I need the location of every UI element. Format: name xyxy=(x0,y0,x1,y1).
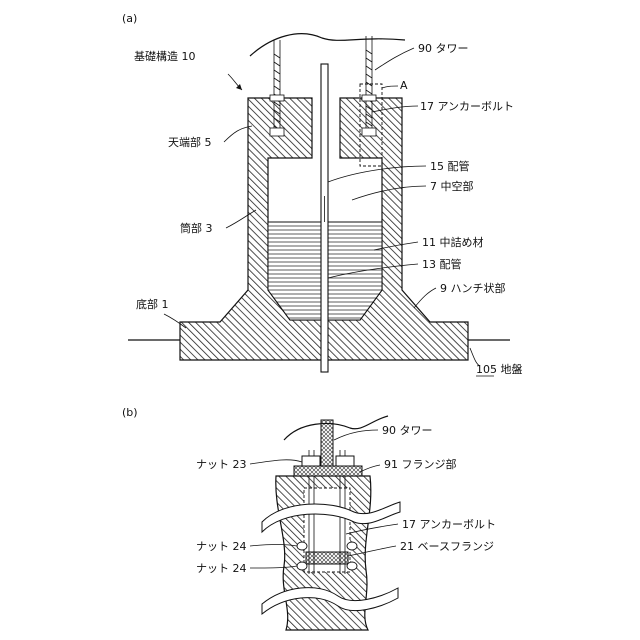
tower-wall xyxy=(321,420,333,466)
label-bottom: 底部 1 xyxy=(136,297,169,311)
figure-a: (a) 基礎構造 10 xyxy=(122,12,523,376)
nut-23-right xyxy=(336,456,354,466)
base-flange xyxy=(306,552,348,564)
label-nut-24-b: ナット 24 xyxy=(196,562,247,575)
label-tower-a: 90 タワー xyxy=(418,42,469,55)
nut-24-upper-right xyxy=(347,542,357,550)
leader-bottom xyxy=(164,314,186,328)
leader-nut-23 xyxy=(250,460,302,464)
label-tower-b: 90 タワー xyxy=(382,424,433,437)
panel-label-b: (b) xyxy=(122,406,138,419)
label-ground: 105 地盤 xyxy=(476,363,523,376)
tower-break-line xyxy=(284,416,388,440)
label-pipe-13: 13 配管 xyxy=(422,257,462,271)
label-nut-24-a: ナット 24 xyxy=(196,540,247,553)
nut-24-lower-left xyxy=(297,562,307,570)
leader-detail-a xyxy=(382,86,398,88)
label-hollow: 7 中空部 xyxy=(430,179,474,193)
label-haunch: 9 ハンチ状部 xyxy=(440,281,506,295)
tower-outline-a xyxy=(250,34,405,56)
panel-label-a: (a) xyxy=(122,12,137,25)
label-base-flange: 21 ベースフランジ xyxy=(400,540,494,553)
label-pipe-15: 15 配管 xyxy=(430,159,470,173)
leader-tower-b xyxy=(334,430,378,440)
label-cylinder: 筒部 3 xyxy=(180,221,213,235)
label-nut-23: ナット 23 xyxy=(196,458,247,471)
nut-23-left xyxy=(302,456,320,466)
leader-tower-a xyxy=(375,48,414,70)
figure-b: (b) 90 タワー ナ xyxy=(122,406,496,630)
label-anchor-bolt-b: 17 アンカーボルト xyxy=(402,518,496,531)
nut-24-lower-right xyxy=(347,562,357,570)
label-detail-a: A xyxy=(400,79,408,92)
label-foundation: 基礎構造 10 xyxy=(134,49,196,63)
nut-24-upper-left xyxy=(297,542,307,550)
label-anchor-bolt-a: 17 アンカーボルト xyxy=(420,100,514,113)
label-filler: 11 中詰め材 xyxy=(422,235,484,249)
label-flange: 91 フランジ部 xyxy=(384,457,457,471)
leader-pipe-15 xyxy=(328,166,426,182)
label-top-end: 天端部 5 xyxy=(168,135,212,149)
tower-flange xyxy=(294,466,362,476)
leader-flange xyxy=(360,465,380,472)
leader-haunch xyxy=(414,288,436,308)
